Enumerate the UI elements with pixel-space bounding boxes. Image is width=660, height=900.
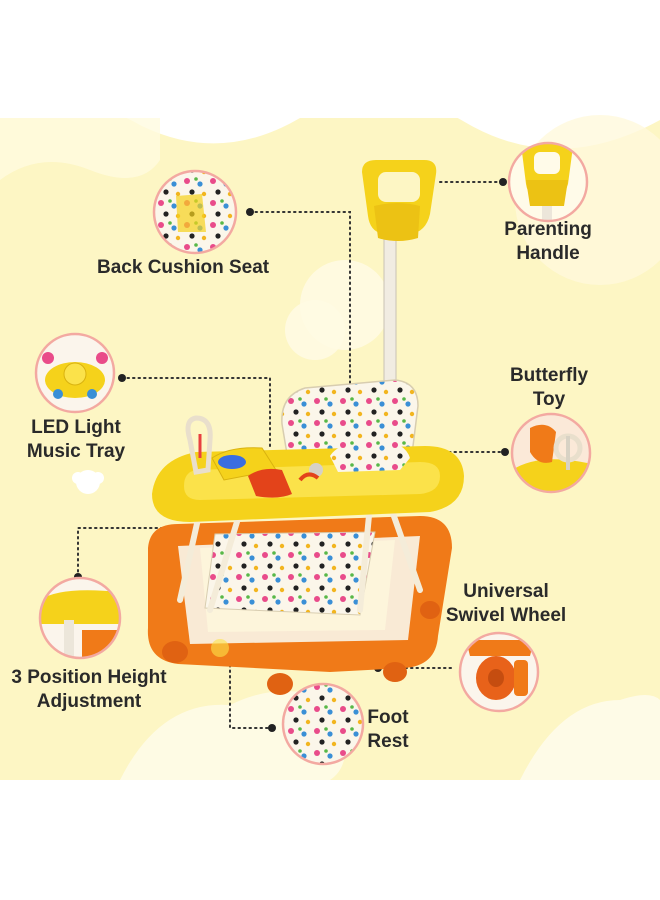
label-universal-swivel-wheel: Universal Swivel Wheel [440, 580, 572, 628]
walker-product [147, 160, 464, 695]
label-line: Swivel Wheel [445, 605, 567, 626]
label-led-light-music-tray: LED Light Music Tray [22, 416, 130, 464]
label-line: 3 Position Height [11, 667, 167, 688]
label-butterfly-toy: Butterfly Toy [506, 364, 592, 412]
inset-parenting-handle [507, 141, 589, 223]
label-line: Universal [463, 581, 549, 602]
label-height-adjustment: 3 Position Height Adjustment [8, 666, 170, 714]
label-line: Back Cushion Seat [97, 257, 270, 278]
label-line: LED Light [31, 417, 121, 438]
inset-foot-rest [281, 682, 365, 766]
label-line: Foot [367, 707, 409, 728]
inset-height-adjustment [38, 576, 122, 660]
inset-back-cushion-seat [152, 169, 238, 255]
connector-height [77, 527, 191, 576]
label-foot-rest: Foot Rest [364, 706, 412, 754]
label-line: Toy [532, 389, 566, 410]
inset-butterfly-toy [510, 412, 592, 494]
label-line: Butterfly [509, 365, 589, 386]
connector-led-tray [121, 377, 271, 449]
label-back-cushion-seat: Back Cushion Seat [97, 256, 269, 280]
connector-back-cushion [249, 211, 351, 391]
label-line: Music Tray [26, 441, 126, 462]
label-parenting-handle: Parenting Handle [496, 218, 600, 266]
label-line: Handle [516, 243, 580, 264]
label-line: Adjustment [36, 691, 142, 712]
inset-swivel-wheel [458, 631, 540, 713]
inset-led-music-tray [34, 332, 116, 414]
label-line: Parenting [504, 219, 592, 240]
label-line: Rest [367, 731, 409, 752]
